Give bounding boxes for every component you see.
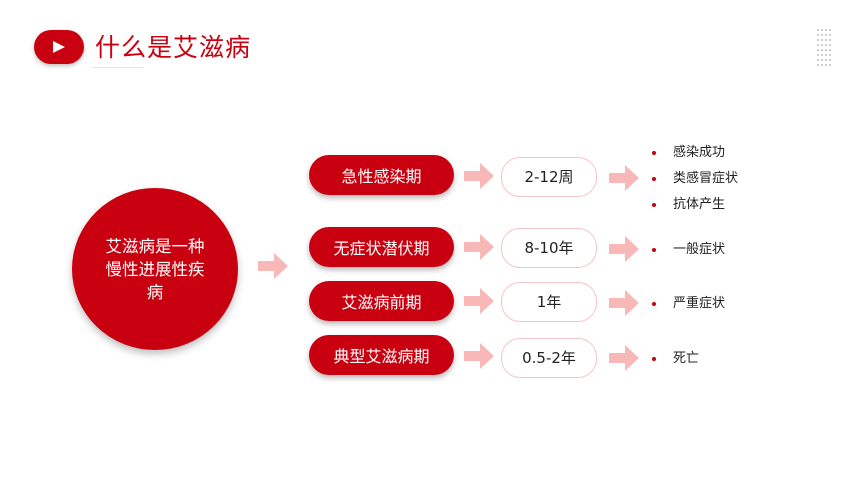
duration-text: 2-12周 bbox=[524, 167, 574, 186]
stage-latent: 无症状潜伏期 bbox=[309, 227, 454, 267]
title-divider bbox=[93, 67, 143, 68]
stage-acute-infection: 急性感染期 bbox=[309, 155, 454, 195]
arrow-right-icon bbox=[464, 234, 494, 260]
duration-latent: 8-10年 bbox=[501, 228, 597, 268]
play-icon bbox=[53, 41, 65, 53]
list-item: 死亡 bbox=[652, 346, 699, 372]
stage-pre-aids: 艾滋病前期 bbox=[309, 281, 454, 321]
arrow-right-icon bbox=[464, 163, 494, 189]
arrow-right-icon bbox=[609, 165, 639, 191]
duration-text: 1年 bbox=[536, 292, 562, 311]
arrow-right-icon bbox=[609, 290, 639, 316]
arrow-right-icon bbox=[609, 236, 639, 262]
arrow-right-icon bbox=[464, 343, 494, 369]
symptom-list-latent: 一般症状 bbox=[652, 237, 725, 263]
title-icon-badge bbox=[34, 30, 84, 64]
page-title: 什么是艾滋病 bbox=[95, 33, 252, 62]
duration-text: 0.5-2年 bbox=[522, 348, 576, 367]
center-circle: 艾滋病是一种慢性进展性疾病 bbox=[72, 188, 238, 350]
list-item: 严重症状 bbox=[652, 291, 725, 317]
center-circle-text: 艾滋病是一种慢性进展性疾病 bbox=[105, 236, 205, 302]
arrow-right-icon bbox=[609, 345, 639, 371]
dot-grid-decoration bbox=[817, 29, 833, 69]
symptom-list-acute: 感染成功 类感冒症状 抗体产生 bbox=[652, 140, 738, 218]
symptom-list-pre-aids: 严重症状 bbox=[652, 291, 725, 317]
duration-acute-infection: 2-12周 bbox=[501, 157, 597, 197]
symptom-list-typical-aids: 死亡 bbox=[652, 346, 699, 372]
stage-typical-aids: 典型艾滋病期 bbox=[309, 335, 454, 375]
list-item: 类感冒症状 bbox=[652, 166, 738, 192]
duration-text: 8-10年 bbox=[524, 238, 574, 257]
arrow-right-icon bbox=[464, 288, 494, 314]
list-item: 抗体产生 bbox=[652, 192, 738, 218]
duration-pre-aids: 1年 bbox=[501, 282, 597, 322]
list-item: 一般症状 bbox=[652, 237, 725, 263]
duration-typical-aids: 0.5-2年 bbox=[501, 338, 597, 378]
list-item: 感染成功 bbox=[652, 140, 738, 166]
arrow-right-icon bbox=[258, 253, 288, 279]
